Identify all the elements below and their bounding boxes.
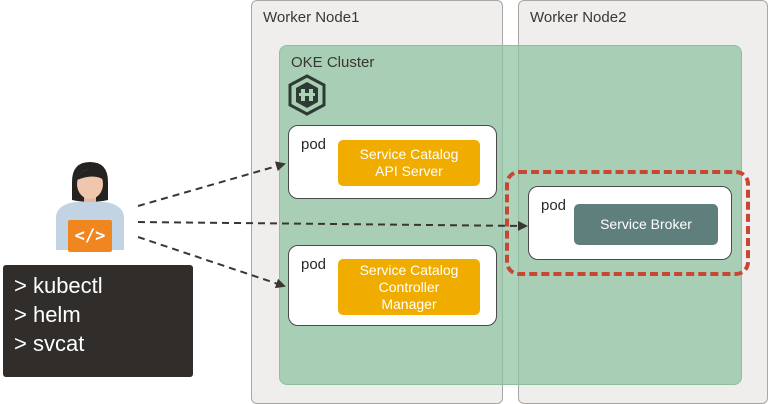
oke-cluster-icon	[288, 74, 326, 116]
service-catalog-controller-manager: Service Catalog Controller Manager	[338, 259, 480, 315]
pod-api-server: pod Service Catalog API Server	[288, 125, 497, 199]
service-catalog-api-server: Service Catalog API Server	[338, 140, 480, 186]
pod-label: pod	[541, 197, 567, 214]
terminal-command-kubectl: > kubectl	[14, 273, 103, 298]
code-icon: </>	[68, 220, 112, 252]
worker-node-1-label: Worker Node1	[263, 9, 360, 26]
pod-controller-manager: pod Service Catalog Controller Manager	[288, 245, 497, 326]
worker-node-2-label: Worker Node2	[530, 9, 627, 26]
service-broker: Service Broker	[574, 204, 718, 245]
terminal-command-svcat: > svcat	[14, 331, 85, 356]
terminal-window: > kubectl > helm > svcat	[3, 265, 193, 377]
pod-label: pod	[301, 136, 327, 153]
pod-label: pod	[301, 256, 327, 273]
pod-service-broker: pod Service Broker	[528, 186, 732, 260]
terminal-command-helm: > helm	[14, 302, 81, 327]
cluster-label: OKE Cluster	[291, 54, 375, 71]
